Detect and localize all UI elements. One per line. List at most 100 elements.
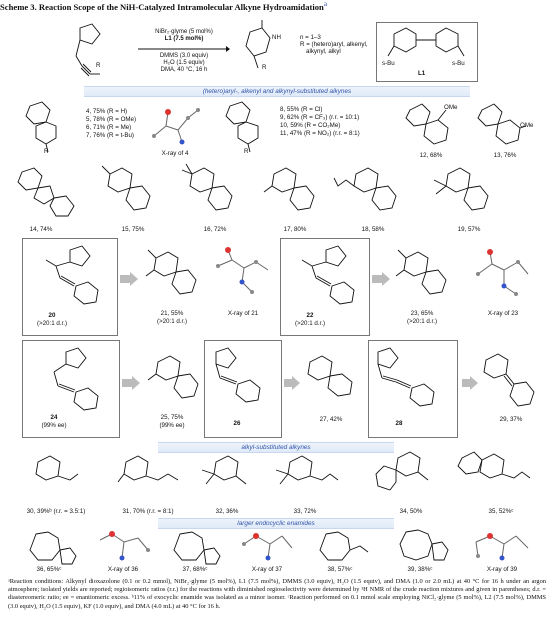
label-28: 28 [395, 420, 403, 427]
structure-22 [301, 245, 355, 305]
xray-36-image [99, 531, 150, 561]
xray-4-image [152, 108, 200, 145]
label-20: 20 [48, 312, 56, 319]
header-product-r: R [262, 64, 267, 71]
dr-21: (>20:1 d.r.) [156, 318, 188, 325]
arrow-22-23 [372, 272, 390, 286]
box-24 [22, 340, 120, 438]
structure-29 [483, 353, 535, 407]
label-19: 19, 57% [457, 226, 481, 233]
header-nh-label: NH [272, 34, 281, 41]
section-alkyl-header: alkyl-substituted alkynes [158, 442, 394, 453]
label-35: 35, 52%ᶜ [488, 508, 514, 515]
box-20 [22, 238, 118, 336]
ee-25: (99% ee) [159, 422, 185, 429]
label-14: 14, 74% [29, 226, 53, 233]
structure-36 [29, 531, 77, 565]
section-larger-header: larger endocyclic enamides [158, 518, 394, 529]
label-21: 21, 55% [160, 310, 184, 317]
box-28 [368, 340, 458, 438]
label-22: 22 [306, 312, 314, 319]
structure-15 [101, 165, 151, 211]
xray-23-image [476, 249, 529, 296]
r-note: R = (hetero)aryl, alkenyl, [300, 41, 368, 48]
structure-33 [275, 455, 339, 485]
box-22 [280, 238, 370, 336]
dr-22: (>20:1 d.r.) [294, 320, 326, 327]
structure-24 [53, 347, 99, 411]
cond-line3: DMMS (3.0 equiv) [159, 53, 209, 59]
structure-14 [17, 167, 75, 217]
label-13: 13, 76% [493, 152, 517, 159]
structure-32 [201, 455, 247, 485]
ligand-l1-structure [387, 27, 465, 57]
label-9: 9, 62% (R = CF₃) (r.r. = 10:1) [280, 114, 360, 121]
scheme-title: Scheme 3. Reaction Scope of the NiH-Cata… [0, 0, 328, 12]
header-product-structure [245, 20, 271, 69]
structure-13 [477, 103, 527, 145]
ome-13: OMe [520, 122, 534, 129]
ligand-box [376, 22, 478, 82]
label-6: 6, 71% (R = Me) [86, 124, 132, 131]
structure-27 [307, 355, 353, 397]
r-label-8: R [244, 148, 249, 155]
dr-20: (>20:1 d.r.) [36, 320, 68, 327]
label-17: 17, 80% [283, 226, 307, 233]
structure-19 [433, 167, 489, 211]
cond-line5: DMA, 40 °C, 16 h [160, 67, 208, 73]
arrow-26-27 [284, 376, 300, 390]
xray-21-image [216, 247, 269, 294]
r-label-4: R [44, 148, 49, 155]
label-16: 16, 72% [203, 226, 227, 233]
label-18: 18, 58% [361, 226, 385, 233]
structure-4-7 [25, 101, 57, 153]
structure-21 [145, 249, 197, 295]
xray-36-label: X-ray of 36 [107, 566, 139, 573]
r-note2: alkynyl, alkyl [306, 48, 341, 55]
section-aryl-header: (hetero)aryl-, alkenyl and alkynyl-subst… [84, 86, 470, 97]
label-23: 23, 65% [410, 310, 434, 317]
reaction-arrow [138, 46, 230, 52]
structure-35 [457, 451, 531, 479]
xray-4-label: X-ray of 4 [161, 150, 189, 157]
label-37: 37, 68%ᶜ [182, 566, 208, 573]
structure-39 [399, 529, 449, 561]
xray-37-image [242, 533, 293, 561]
arrow-20-21 [120, 272, 138, 286]
label-38: 38, 57%ᶜ [327, 566, 353, 573]
label-27: 27, 42% [319, 416, 343, 423]
dr-23: (>20:1 d.r.) [406, 318, 438, 325]
xray-23-label: X-ray of 23 [487, 310, 519, 317]
box-26 [204, 340, 282, 438]
ligand-sbu-right: s-Bu [452, 60, 465, 67]
structure-34 [375, 451, 429, 491]
label-29: 29, 37% [499, 416, 523, 423]
label-11: 11, 47% (R = NO₂) (r.r. = 8:1) [280, 130, 360, 137]
xray-39-label: X-ray of 39 [486, 566, 518, 573]
structure-37 [173, 531, 221, 565]
arrow-28-29 [462, 376, 478, 390]
label-8: 8, 55% (R = Cl) [280, 106, 323, 113]
label-5: 5, 78% (R = OMe) [86, 116, 137, 123]
n-note: n = 1–3 [300, 34, 321, 41]
label-4: 4, 75% (R = H) [86, 108, 128, 115]
ome-12: OMe [444, 104, 458, 111]
footnote: ᵃReaction conditions: Alkynyl dioxazolon… [8, 578, 546, 610]
label-12: 12, 68% [419, 152, 443, 159]
xray-21-label: X-ray of 21 [227, 310, 259, 317]
label-10: 10, 59% (R = CO₂Me) [280, 122, 341, 129]
header-substrate-structure [75, 23, 101, 77]
label-7: 7, 76% (R = t-Bu) [86, 132, 134, 139]
structure-23 [395, 249, 447, 295]
structure-12 [405, 103, 449, 145]
label-33: 33, 72% [293, 508, 317, 515]
ligand-sbu-left: s-Bu [382, 60, 395, 67]
ee-24: (99% ee) [41, 422, 67, 429]
label-32: 32, 36% [215, 508, 239, 515]
structure-30 [35, 455, 79, 481]
structure-25 [147, 355, 199, 399]
header-r-label: R [96, 62, 101, 69]
label-24: 24 [50, 414, 58, 421]
label-36: 36, 65%ᶜ [36, 566, 62, 573]
cond-line4: H₂O (1.5 equiv) [163, 60, 205, 66]
